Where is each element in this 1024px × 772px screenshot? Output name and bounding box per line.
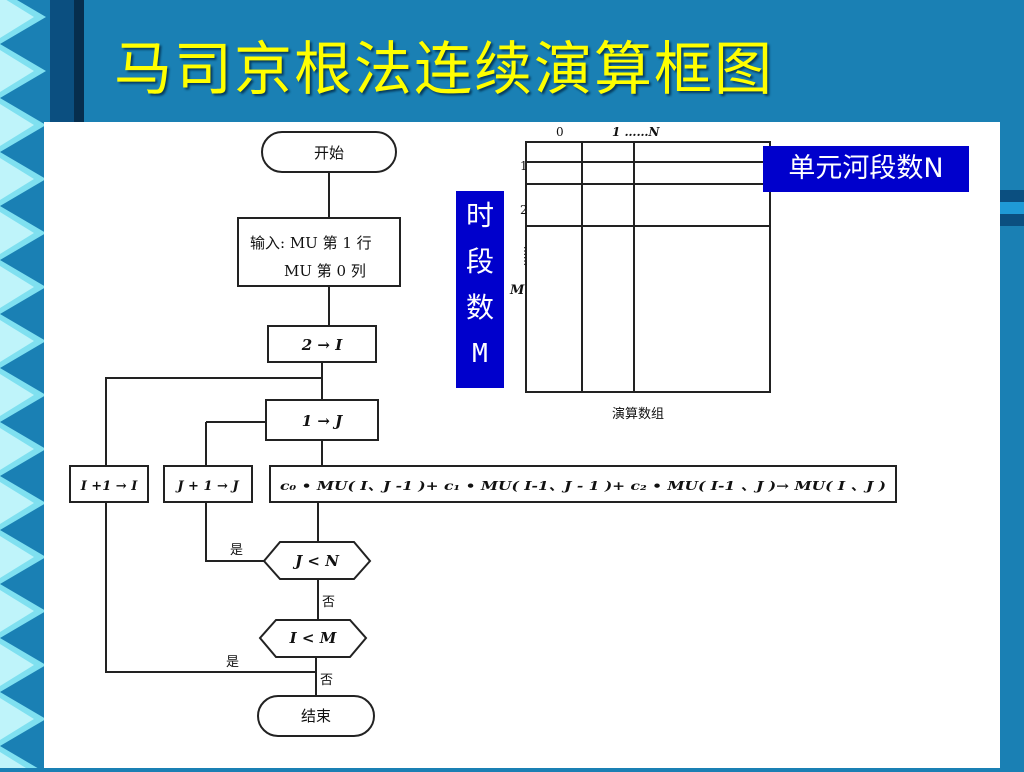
inc-j-box xyxy=(163,465,253,503)
diagram-panel: 开始 输入: MU 第 1 行 MU 第 0 列 2 → I 1 → J I +… xyxy=(44,122,1000,768)
period-char-4: M xyxy=(472,339,488,369)
end-terminal xyxy=(257,695,375,737)
formula-label: c₀ • MU( I、J -1 )+ c₁ • MU( I-1、J - 1 )+… xyxy=(280,479,886,493)
strip-triangle-highlight xyxy=(0,698,34,740)
no-j-label: 否 xyxy=(322,595,335,610)
strip-triangle-highlight xyxy=(0,536,34,578)
cond-j-diamond xyxy=(262,541,372,580)
grid-caption: 演算数组 xyxy=(612,406,664,422)
yes-i-label: 是 xyxy=(226,655,239,670)
inc-i-box xyxy=(69,465,149,503)
period-count-label: 时 段 数 M xyxy=(456,191,504,388)
strip-triangle-highlight xyxy=(0,644,34,686)
flowchart-diagram: 开始 输入: MU 第 1 行 MU 第 0 列 2 → I 1 → J I +… xyxy=(69,125,897,737)
loop-i-line xyxy=(105,502,316,673)
cond-j-label: J < N xyxy=(292,552,340,570)
period-char-2: 段 xyxy=(465,245,494,278)
init-j-label: 1 → J xyxy=(302,412,343,430)
strip-triangle-highlight xyxy=(0,320,34,362)
strip-triangle-highlight xyxy=(0,428,34,470)
loop-j-line xyxy=(205,502,264,562)
strip-triangle-highlight xyxy=(0,482,34,524)
cond-i-label: I < M xyxy=(289,629,337,647)
period-char-3: 数 xyxy=(465,291,494,324)
strip-triangle-highlight xyxy=(0,104,34,146)
no-i-label: 否 xyxy=(320,673,333,688)
yes-j-label: 是 xyxy=(230,543,243,558)
init-i-label: 2 → I xyxy=(301,336,343,354)
grid-col-0: 0 xyxy=(556,125,564,139)
cond-i-diamond xyxy=(258,619,368,658)
grid-frame xyxy=(525,141,771,393)
slide-title: 马司京根法连续演算框图 xyxy=(114,35,775,103)
strip-triangle-highlight xyxy=(0,266,34,308)
inc-j-label: J + 1 → J xyxy=(174,479,239,494)
period-char-1: 时 xyxy=(465,199,494,232)
grid-row-1: 1 xyxy=(520,159,528,173)
decorative-bar xyxy=(1000,190,1024,226)
grid-row-2: 2 xyxy=(520,203,528,217)
grid-col-1-n: 1 ……N xyxy=(612,125,661,139)
end-label: 结束 xyxy=(301,707,331,725)
grid-row-m: M xyxy=(509,283,525,298)
strip-triangle-highlight xyxy=(0,374,34,416)
start-label: 开始 xyxy=(314,144,344,162)
strip-triangle-highlight xyxy=(0,50,34,92)
grid-row-dots: …… xyxy=(521,246,532,266)
formula-box xyxy=(269,465,897,503)
input-box xyxy=(237,217,401,287)
strip-triangle-highlight xyxy=(0,0,34,38)
strip-triangle-highlight xyxy=(0,590,34,632)
strip-triangle-highlight xyxy=(0,158,34,200)
unit-count-label: 单元河段数N xyxy=(763,146,969,192)
strip-triangle-highlight xyxy=(0,752,26,768)
strip-triangle-highlight xyxy=(0,212,34,254)
loop-i-return xyxy=(105,377,322,466)
inc-i-label: I +1 → I xyxy=(80,479,138,494)
input-line1: 输入: MU 第 1 行 xyxy=(250,234,372,252)
input-line2: MU 第 0 列 xyxy=(284,262,366,280)
